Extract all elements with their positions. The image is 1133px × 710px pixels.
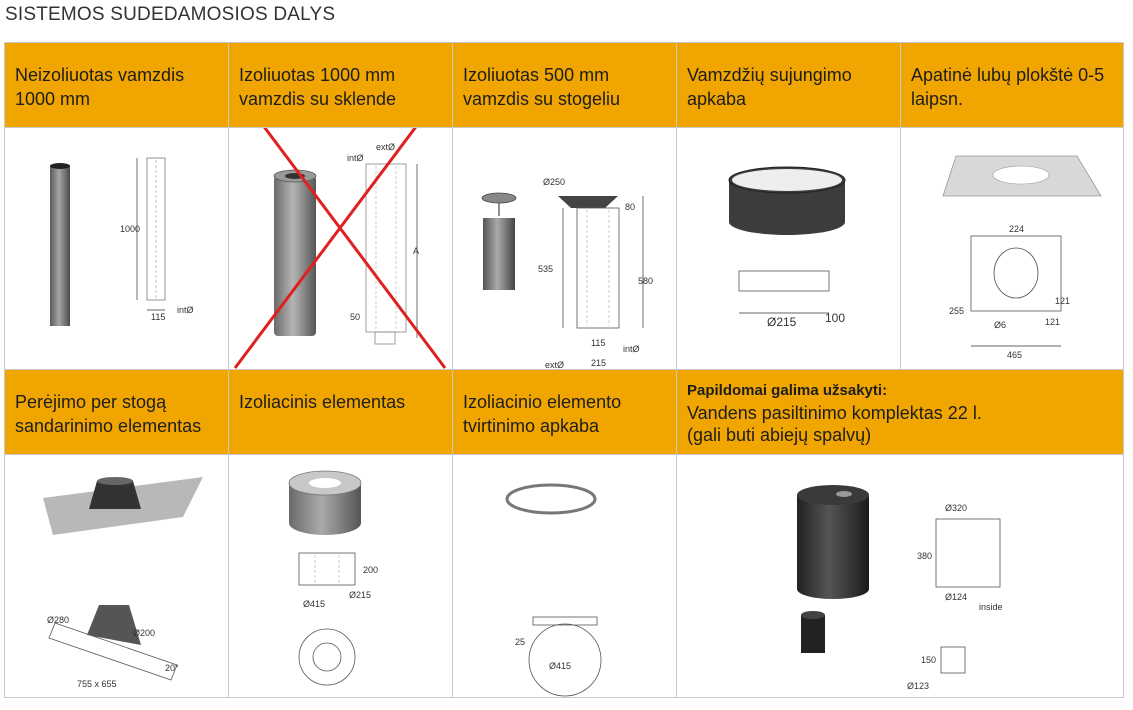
tank-outline [935,518,1001,588]
dim-h200: 200 [363,565,378,575]
ring-render [289,483,361,535]
header-ceiling-plate: Apatinė lubų plokštė 0-5 laipsn. [900,42,1124,128]
header-pipe-insulated-damper: Izoliuotas 1000 mm vamzdis su sklende [228,42,453,128]
pipe-outline [146,157,166,301]
header-water-heater: Papildomai galima užsakyti: Vandens pasi… [676,369,1124,455]
pipe-render [801,615,825,653]
band-clamp-render [505,483,597,515]
header-pipe-insulated-cap: Izoliuotas 500 mm vamzdis su stogeliu [452,42,677,128]
cell-roof-flashing: Ø280 Ø200 755 x 655 20° [4,454,229,698]
dim-int: intØ [177,305,194,315]
dim-inside: inside [979,602,1003,612]
dim-d280: Ø280 [47,615,69,625]
tank-render [797,495,869,599]
header-pipe-uninsulated: Neizoliuotas vamzdis 1000 mm [4,42,229,128]
dim-d200: Ø200 [133,628,155,638]
header-pipe-clamp: Vamzdžių sujungimo apkaba [676,42,901,128]
water-heater-note: Papildomai galima užsakyti: [687,382,888,399]
header-insulation-element: Izoliacinis elementas [228,369,453,455]
cross-line-2 [263,128,447,369]
roof-flashing-drawing: Ø280 Ø200 755 x 655 20° [43,477,203,689]
flashing-outline [48,622,178,681]
cell-pipe-clamp: Ø215 100 [676,127,901,370]
pipe-damper-drawing: intØ extØ A 50 [233,128,447,369]
cap-outline [558,196,618,208]
water-heater-drawing: Ø320 380 Ø124 inside 150 Ø123 [797,485,1003,691]
pipe-outline [940,646,966,674]
cell-pipe-insulated-cap: Ø250 80 535 580 115 intØ 215 extØ [452,127,677,370]
dim-w465: 465 [1007,350,1022,360]
dim-w224: 224 [1009,224,1024,234]
header-insulation-clamp: Izoliacinio elemento tvirtinimo apkaba [452,369,677,455]
cell-water-heater: Ø320 380 Ø124 inside 150 Ø123 [676,454,1124,698]
pipe-top [50,163,70,169]
dim-h580: 580 [638,276,653,286]
clamp-outline [738,270,830,292]
dim-size: 755 x 655 [77,679,117,689]
dim-d215: Ø215 [767,315,797,329]
pipe-render [50,166,70,326]
dim-ext: extØ [545,360,564,370]
pipe-uninsulated-drawing: 1000 115 intØ [50,157,194,326]
insulated-pipe-render [274,176,316,336]
clamp-drawing: Ø215 100 [728,166,846,329]
plate-drawing: 224 255 Ø6 121 121 465 [942,155,1102,360]
dim-h100: 100 [825,311,845,325]
dim-h255: 255 [949,306,964,316]
dim-height: 1000 [120,224,140,234]
cell-ceiling-plate: 224 255 Ø6 121 121 465 [900,127,1124,370]
plate-outline [970,235,1062,312]
dim-d6: Ø6 [994,320,1006,330]
insulation-clamp-drawing: 25 Ø415 [505,483,602,697]
band-clamp-outline [532,616,598,626]
cell-insulation-element: 200 Ø415 Ø215 [228,454,453,698]
dim-d123: Ø123 [907,681,929,691]
header-roof-flashing: Perėjimo per stogą sandarinimo elementas [4,369,229,455]
dim-d415: Ø415 [549,661,571,671]
dim-int: intØ [623,344,640,354]
water-heater-subtitle: (gali buti abiejų spalvų) [687,425,872,445]
pipe-cap-drawing: Ø250 80 535 580 115 intØ 215 extØ [481,177,653,370]
dim-w215: 215 [591,358,606,368]
cap-pipe-render [483,218,515,290]
dim-d320: Ø320 [945,503,967,513]
dim-w121a: 121 [1055,296,1070,306]
dim-h535: 535 [538,264,553,274]
band-clamp-top-view [528,623,602,697]
dim-w121b: 121 [1045,317,1060,327]
water-heater-title: Vandens pasiltinimo komplektas 22 l. [687,403,982,423]
flashing-cone-outline [87,605,141,645]
dim-h380: 380 [917,551,932,561]
cap-render [481,192,517,204]
dim-d250: Ø250 [543,177,565,187]
parts-table: Neizoliuotas vamzdis 1000 mm Izoliuotas … [4,42,1124,698]
ring-outline [298,552,356,586]
dim-50: 50 [350,312,360,322]
cell-pipe-uninsulated: 1000 115 intØ [4,127,229,370]
dim-h150: 150 [921,655,936,665]
dim-a: A [413,246,419,256]
dim-h80: 80 [625,202,635,212]
dim-width: 115 [151,312,165,322]
cell-insulation-clamp: 25 Ø415 [452,454,677,698]
insulation-element-drawing: 200 Ø415 Ø215 [288,470,378,686]
dim-d215: Ø215 [349,590,371,600]
dim-ext: extØ [376,142,395,152]
dim-int: intØ [347,153,364,163]
flashing-cone-render [89,481,141,509]
dim-d124: Ø124 [945,592,967,602]
page-title: SISTEMOS SUDEDAMOSIOS DALYS [5,4,336,25]
dim-w115: 115 [591,338,605,348]
cell-pipe-insulated-damper: intØ extØ A 50 [228,127,453,370]
dim-angle: 20° [165,663,179,673]
dim-h25: 25 [515,637,525,647]
dim-d415: Ø415 [303,599,325,609]
ring-top-view [298,628,356,686]
